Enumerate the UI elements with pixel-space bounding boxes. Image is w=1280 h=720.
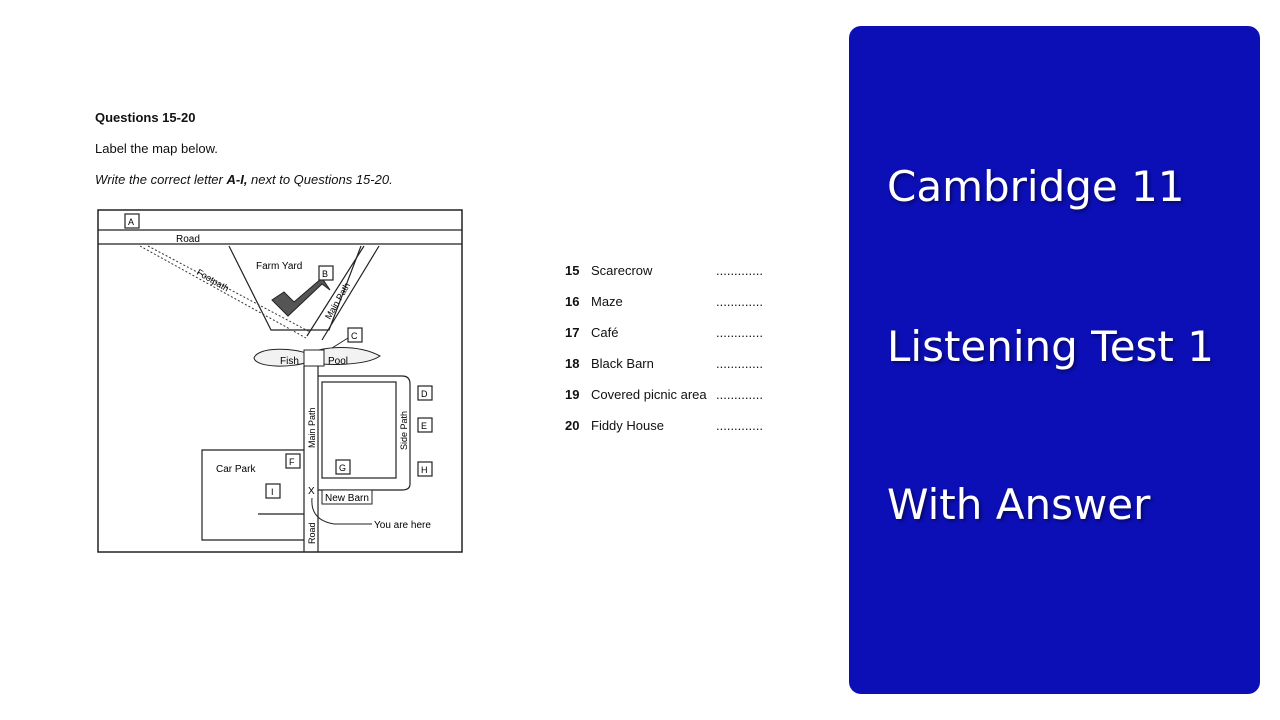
answer-blank[interactable]: ............. [716, 356, 763, 371]
road-top-label: Road [176, 234, 200, 245]
panel-answer-line: With Answer [887, 480, 1151, 529]
question-label: Fiddy House [591, 418, 664, 433]
question-number: 15 [565, 263, 580, 278]
letter-box-h: H [417, 461, 433, 477]
answer-row-15: 15 Scarecrow............. [565, 263, 775, 294]
question-label: Café [591, 325, 619, 340]
instruction-suffix: next to Questions 15-20. [247, 172, 393, 187]
svg-text:B: B [322, 269, 328, 279]
questions-heading: Questions 15-20 [95, 110, 196, 125]
letter-box-g: G [335, 459, 351, 475]
answer-row-18: 18 Black Barn............. [565, 356, 775, 387]
black-barn-shape [271, 277, 331, 317]
main-path-lower-label: Main Path [307, 407, 317, 448]
answer-blank[interactable]: ............. [716, 418, 763, 433]
farm-yard-label: Farm Yard [256, 261, 302, 272]
car-park-outline [201, 449, 304, 541]
svg-text:A: A [128, 217, 134, 227]
question-label: Maze [591, 294, 623, 309]
answer-row-17: 17 Café............. [565, 325, 775, 356]
question-label: Black Barn [591, 356, 654, 371]
footpath-label: Footpath [195, 267, 231, 293]
letter-box-f: F [285, 453, 301, 469]
letter-box-e: E [417, 417, 433, 433]
answer-blank[interactable]: ............. [716, 263, 763, 278]
letter-box-a: A [124, 213, 140, 229]
letter-box-d: D [417, 385, 433, 401]
instruction-letters: Write the correct letter A-I, next to Qu… [95, 172, 393, 187]
question-number: 19 [565, 387, 580, 402]
svg-text:H: H [421, 465, 428, 475]
question-label: Covered picnic area [591, 387, 707, 402]
question-number: 20 [565, 418, 580, 433]
letter-box-c: C [347, 327, 363, 343]
new-barn-label: New Barn [325, 493, 369, 504]
instruction-prefix: Write the correct letter [95, 172, 227, 187]
you-are-here-marker: X [308, 486, 315, 497]
title-panel: Cambridge 11 Listening Test 1 With Answe… [849, 26, 1260, 694]
svg-text:I: I [271, 487, 274, 497]
answer-row-20: 20 Fiddy House............. [565, 418, 775, 449]
answer-row-16: 16 Maze............. [565, 294, 775, 325]
fish-label: Fish [280, 356, 299, 367]
panel-title-line: Cambridge 11 [887, 162, 1185, 211]
answer-list: 15 Scarecrow............. 16 Maze.........… [565, 263, 775, 449]
svg-text:D: D [421, 389, 428, 399]
new-barn-box [321, 489, 373, 505]
answer-blank[interactable]: ............. [716, 387, 763, 402]
panel-subtitle-line: Listening Test 1 [887, 322, 1214, 371]
svg-text:E: E [421, 421, 427, 431]
question-number: 17 [565, 325, 580, 340]
svg-text:G: G [339, 463, 346, 473]
answer-blank[interactable]: ............. [716, 325, 763, 340]
instruction-bold: A-I, [226, 172, 248, 187]
instruction-text: Label the map below. [95, 141, 218, 156]
letter-box-i: I [265, 483, 281, 499]
letter-box-b: B [318, 265, 334, 281]
picnic-block [321, 381, 397, 479]
road-bottom-label: Road [307, 522, 317, 544]
map-frame [97, 209, 463, 553]
question-label: Scarecrow [591, 263, 653, 278]
farm-map: Road Farm Yard Footpath Main Path Fish P… [97, 209, 463, 553]
answer-blank[interactable]: ............. [716, 294, 763, 309]
farm-yard-outline [228, 245, 362, 331]
question-number: 16 [565, 294, 580, 309]
car-park-label: Car Park [216, 464, 256, 475]
you-are-here-label: You are here [374, 520, 431, 531]
question-number: 18 [565, 356, 580, 371]
svg-text:F: F [289, 457, 295, 467]
svg-text:C: C [351, 331, 358, 341]
side-path-label: Side Path [399, 411, 409, 450]
answer-row-19: 19 Covered picnic area............. [565, 387, 775, 418]
pool-label: Pool [328, 356, 348, 367]
